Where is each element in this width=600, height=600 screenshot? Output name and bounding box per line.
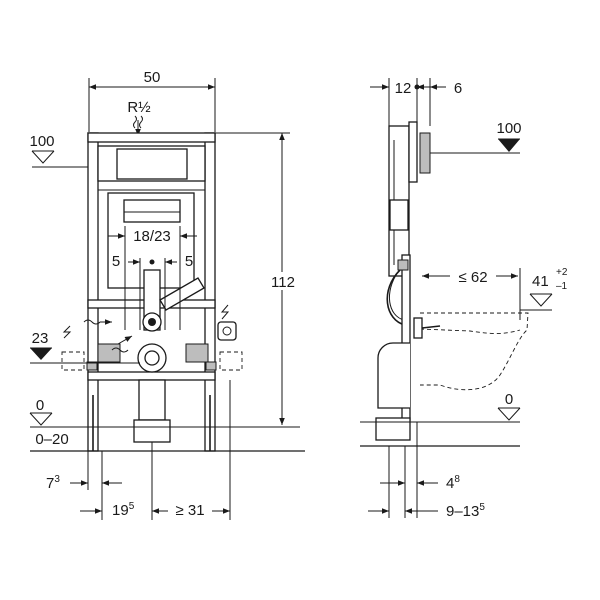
- projection-label: ≤ 62: [458, 269, 487, 286]
- side-view: 12 6 100: [360, 78, 568, 520]
- dim-19-5: 195: [112, 501, 135, 519]
- electrical-symbols: [61, 304, 243, 371]
- width-label: 50: [144, 69, 161, 86]
- bowl-height-label: 41: [532, 273, 549, 290]
- floor-range-label: 0–20: [35, 431, 68, 448]
- floor-level-side: 0: [360, 391, 521, 447]
- width-dimension: 50: [88, 69, 216, 132]
- bowl-tolerance-minus: –1: [556, 281, 568, 292]
- depth-b-label: 6: [454, 80, 462, 97]
- level-100-front: 100: [29, 133, 88, 168]
- height-dimension: 112: [215, 132, 300, 425]
- dim-min-31: ≥ 31: [175, 502, 204, 519]
- water-inlet-label: R½: [127, 99, 151, 116]
- projection-dimension: ≤ 62: [422, 268, 521, 320]
- offset-left-label: 5: [112, 253, 120, 270]
- water-wave-icon-2: [111, 347, 129, 353]
- bowl-height-level: 41 +2 –1: [520, 267, 568, 311]
- height-label: 112: [271, 274, 295, 291]
- front-view: 50 R½: [29, 69, 305, 520]
- centers-dimension: 18/23: [108, 226, 197, 330]
- level-0-label: 0: [36, 397, 44, 414]
- dim-7-3: 73: [46, 474, 60, 492]
- level-100-label: 100: [29, 133, 54, 150]
- electric-left-icon: [62, 325, 72, 339]
- dim-9-13-5: 9–135: [446, 502, 485, 520]
- level-23-label: 23: [32, 330, 49, 347]
- bottom-dimensions-side: 48 9–135: [368, 422, 485, 520]
- level-23-front: 23: [30, 330, 140, 364]
- dim-4-8: 48: [446, 474, 460, 492]
- side-frame: [375, 121, 431, 441]
- bottom-dimensions-front: 73 195 ≥ 31: [46, 380, 231, 520]
- bowl-tolerance-plus: +2: [556, 267, 568, 278]
- water-wave-icon: [83, 319, 101, 325]
- wall-hung-bowl: [413, 312, 529, 391]
- level-100-side-label: 100: [496, 120, 521, 137]
- floor-level-front: 0 0–20: [29, 397, 305, 452]
- water-inlet: R½: [127, 99, 151, 136]
- offset-right-label: 5: [185, 253, 193, 270]
- depth-a-label: 12: [395, 80, 412, 97]
- offset-dimensions: 5 5: [112, 253, 193, 330]
- electric-right-icon: [220, 304, 230, 320]
- level-0-side-label: 0: [505, 391, 513, 408]
- centers-label: 18/23: [133, 228, 171, 245]
- installation-frame: [86, 132, 217, 452]
- level-100-side: 100: [430, 120, 522, 154]
- depth-dimensions: 12 6: [370, 78, 462, 126]
